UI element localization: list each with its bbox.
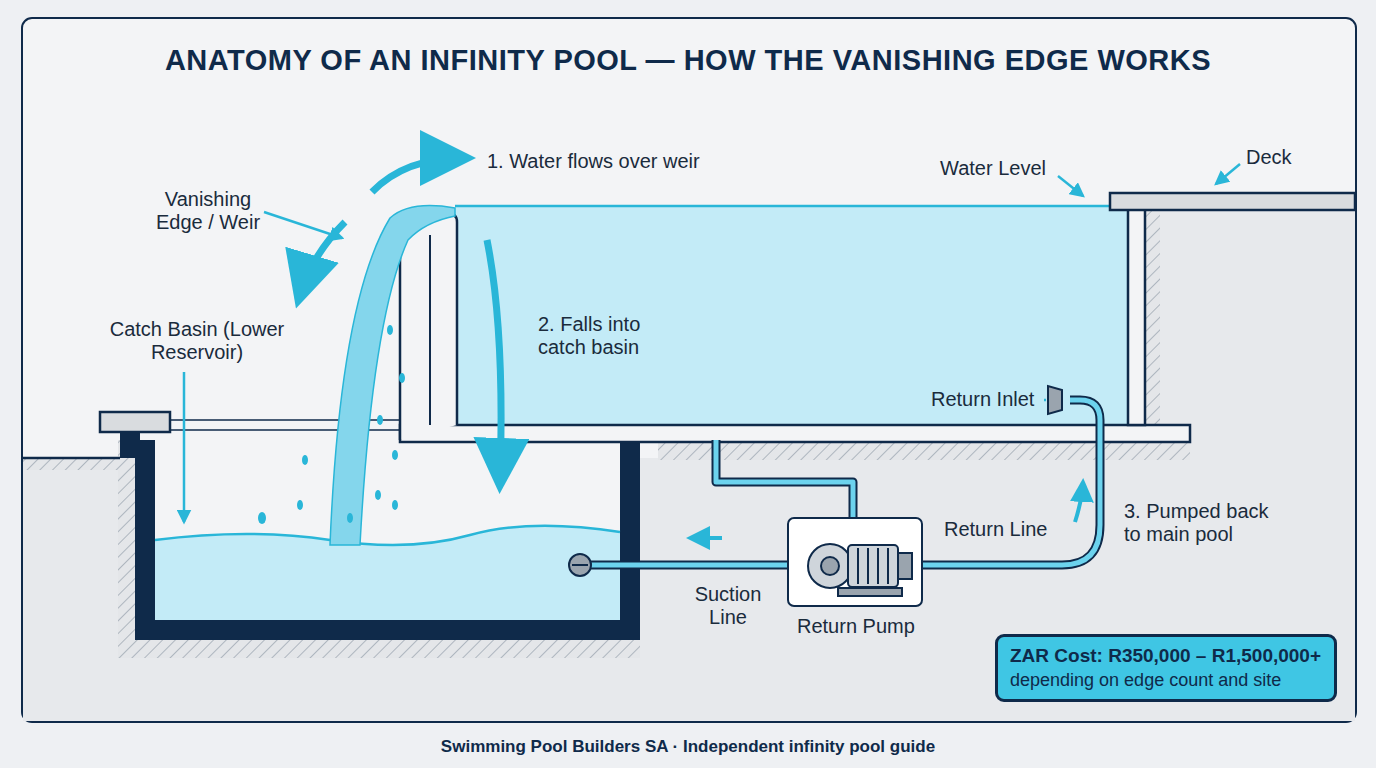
callout-step: 1. Water flows over weir: [487, 150, 700, 173]
catch-basin: [155, 440, 620, 620]
cost-note: depending on edge count and site: [1010, 670, 1322, 691]
deck: [1110, 193, 1355, 210]
callout-step: 2. Falls into catch basin: [538, 313, 688, 359]
cost-box: ZAR Cost: R350,000 – R1,500,000+ dependin…: [995, 634, 1337, 702]
part-label: Suction Line: [678, 583, 778, 629]
frame: [22, 18, 1356, 722]
soil-hatch: [118, 200, 1190, 658]
part-label: Return Pump: [797, 615, 915, 638]
pool-wall: [1128, 200, 1145, 425]
return-pump: [808, 544, 912, 596]
pump-housing: [788, 518, 922, 606]
part-label: Vanishing Edge / Weir: [140, 188, 276, 234]
weir-wall: [400, 213, 457, 440]
flow-arrow: [487, 240, 501, 480]
caption: Swimming Pool Builders SA · Independent …: [0, 737, 1376, 757]
coping: [100, 412, 170, 432]
flow-arrow: [300, 222, 345, 295]
part-label: Water Level: [940, 157, 1046, 180]
waterfall: [330, 206, 455, 545]
part-label: Return Line: [944, 518, 1047, 541]
suction-fitting: [569, 554, 591, 576]
pool-floor: [400, 425, 1190, 442]
leader-line: [184, 164, 1240, 522]
basin-water: [155, 526, 620, 620]
part-label: Deck: [1246, 146, 1292, 169]
title: ANATOMY OF AN INFINITY POOL — HOW THE VA…: [0, 44, 1376, 77]
return-inlet: [1048, 386, 1062, 414]
callout-step: 3. Pumped back to main pool: [1124, 500, 1284, 546]
part-label: Catch Basin (Lower Reservoir): [102, 318, 292, 364]
part-label: Return Inlet: [931, 388, 1034, 411]
flow-arrow: [372, 158, 462, 192]
cost-heading: ZAR Cost: R350,000 – R1,500,000+: [1010, 645, 1322, 667]
pool-water: [455, 205, 1130, 425]
